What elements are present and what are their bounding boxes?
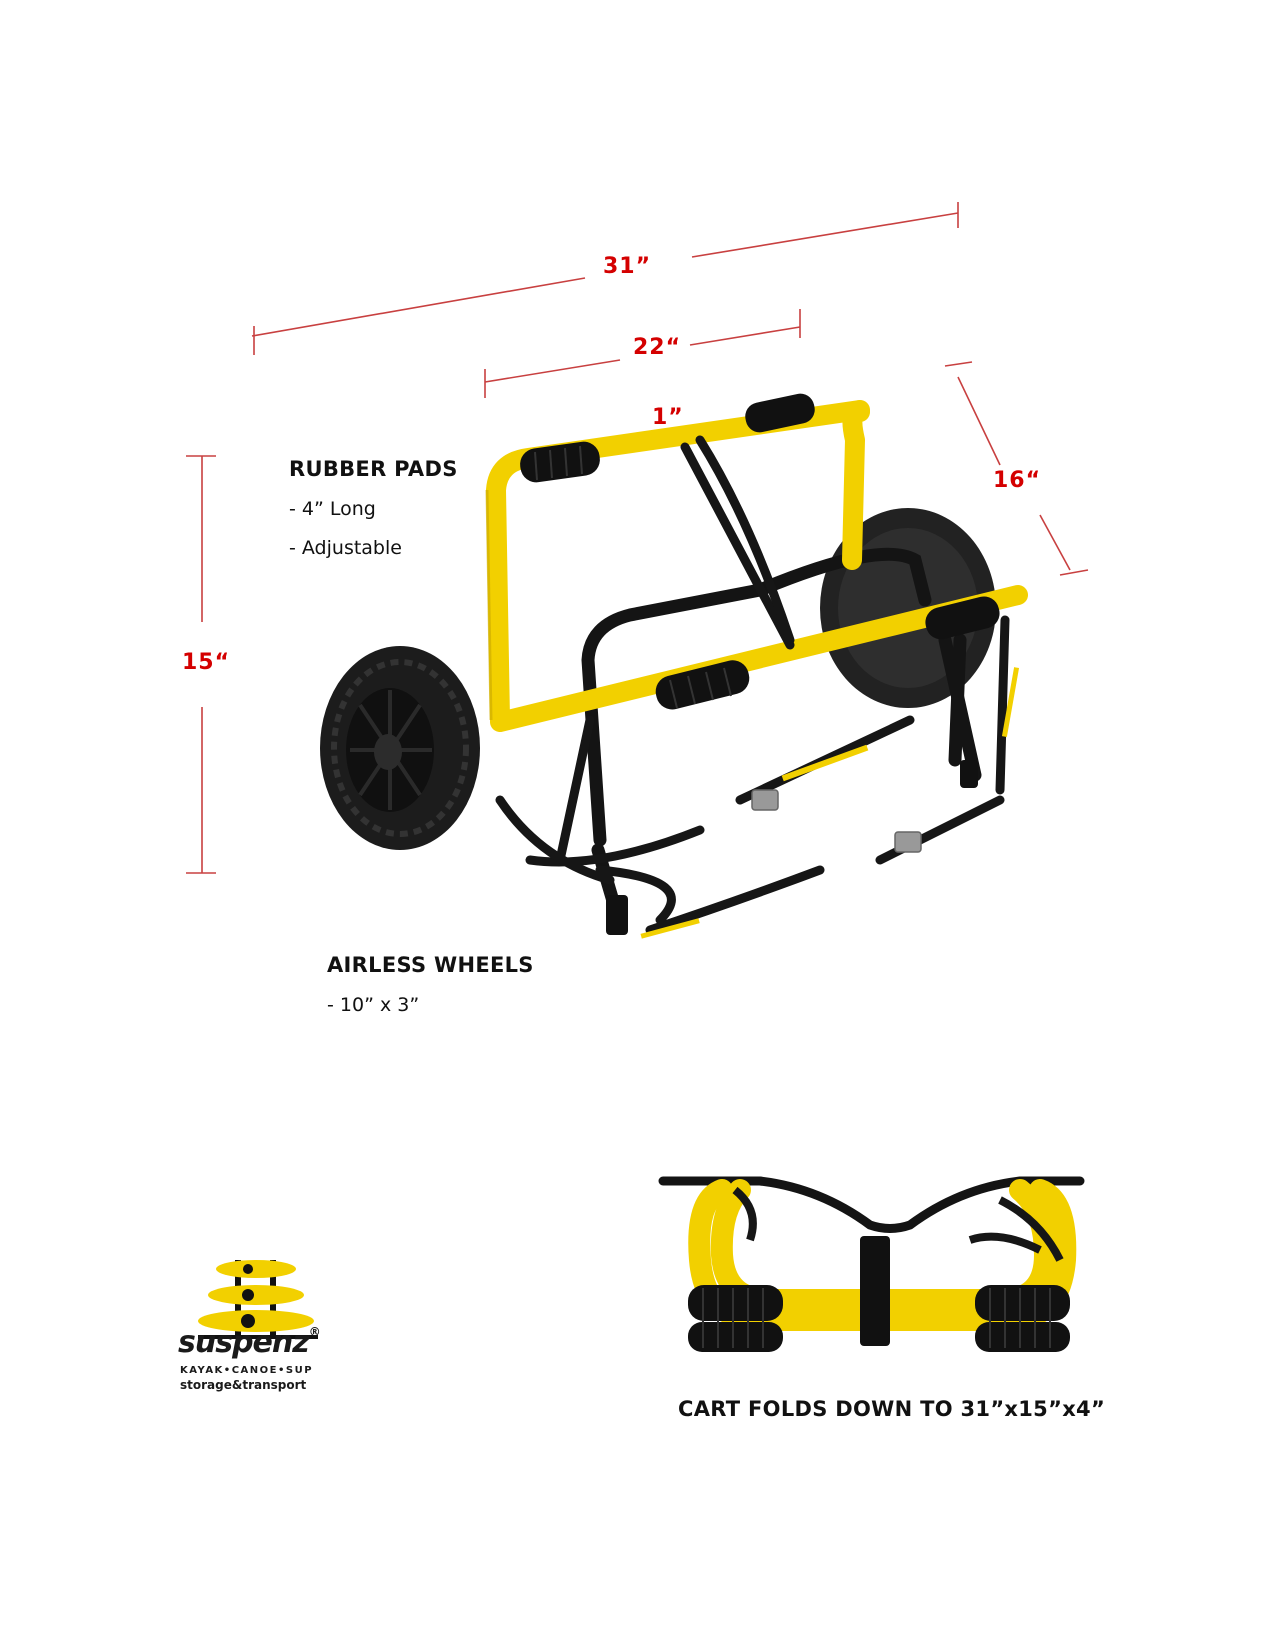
folded-rubber-pad bbox=[688, 1285, 783, 1321]
dimension-16-label: 16“ bbox=[993, 468, 1042, 493]
dimension-31-label: 31” bbox=[603, 254, 652, 279]
fold-caption: CART FOLDS DOWN TO 31”x15”x4” bbox=[678, 1397, 1106, 1421]
logo-tagline-2: storage&transport bbox=[180, 1378, 307, 1392]
dimension-15-label: 15“ bbox=[182, 650, 231, 675]
dimension-line-16 bbox=[957, 376, 1001, 466]
dimension-line-31 bbox=[251, 277, 586, 337]
rubber-pads-item: - Adjustable bbox=[289, 537, 402, 559]
strap-buckle bbox=[751, 789, 779, 811]
dimension-line-22 bbox=[484, 359, 621, 383]
airless-wheels-heading: AIRLESS WHEELS bbox=[327, 953, 534, 977]
kayak-rack-logo-icon bbox=[198, 1260, 318, 1339]
rubber-pads-item: - 4” Long bbox=[289, 498, 376, 520]
dimension-handle-label: 1” bbox=[652, 405, 684, 430]
logo-brand: suspenz bbox=[178, 1325, 310, 1360]
logo-registered: ® bbox=[308, 1325, 321, 1339]
suspenz-logo: suspenz® KAYAK•CANOE•SUP storage&transpo… bbox=[178, 1255, 328, 1395]
rubber-pads-heading: RUBBER PADS bbox=[289, 457, 458, 481]
logo-tagline-1: KAYAK•CANOE•SUP bbox=[180, 1365, 314, 1376]
airless-wheels-item: - 10” x 3” bbox=[327, 994, 420, 1016]
dimension-22-label: 22“ bbox=[633, 335, 682, 360]
front-wheel bbox=[320, 646, 480, 850]
